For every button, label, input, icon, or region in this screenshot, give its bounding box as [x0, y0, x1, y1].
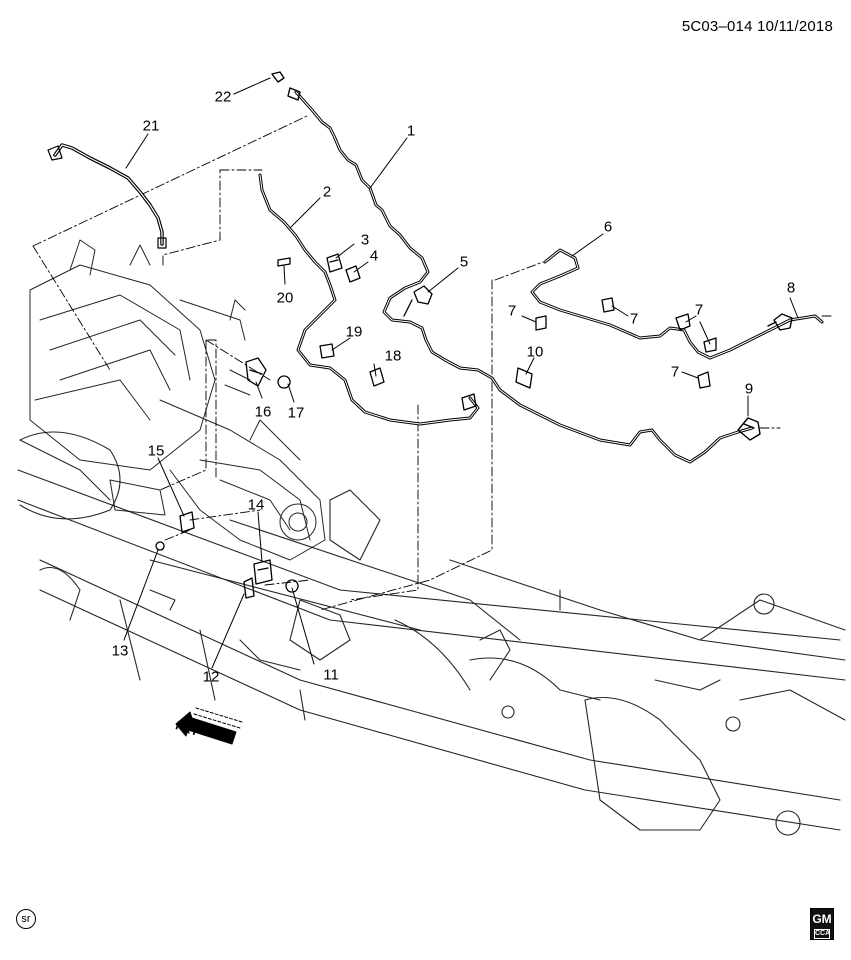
sr-label: sr — [21, 913, 31, 925]
gm-logo-text: GM — [812, 912, 832, 926]
callout-6[interactable]: 6 — [603, 218, 613, 236]
callout-22[interactable]: 22 — [214, 88, 232, 106]
part-8-fitting — [767, 313, 793, 331]
callout-8[interactable]: 8 — [786, 279, 796, 297]
callout-10[interactable]: 10 — [526, 343, 544, 361]
sr-icon: sr — [16, 909, 36, 929]
gm-logo-subtext: CCA — [814, 929, 831, 939]
part-9-bracket — [737, 417, 761, 441]
callout-7b[interactable]: 7 — [629, 310, 639, 328]
callout-7c[interactable]: 7 — [694, 301, 704, 319]
gm-logo: GM CCA — [810, 908, 834, 940]
callout-16[interactable]: 16 — [254, 403, 272, 421]
leader-lines — [32, 115, 833, 611]
callout-7d[interactable]: 7 — [670, 363, 680, 381]
callout-1[interactable]: 1 — [406, 122, 416, 140]
callout-20[interactable]: 20 — [276, 289, 294, 307]
callout-4[interactable]: 4 — [369, 247, 379, 265]
callout-14[interactable]: 14 — [247, 496, 265, 514]
callout-15[interactable]: 15 — [147, 442, 165, 460]
callout-leaders — [123, 77, 799, 669]
callout-19[interactable]: 19 — [345, 323, 363, 341]
chassis-frame — [17, 431, 846, 836]
callout-5[interactable]: 5 — [459, 253, 469, 271]
callout-18[interactable]: 18 — [384, 347, 402, 365]
callout-12[interactable]: 12 — [202, 668, 220, 686]
diagram-id: 5C03–014 — [681, 18, 753, 35]
diagram-date: 10/11/2018 — [757, 18, 833, 35]
callout-13[interactable]: 13 — [111, 642, 129, 660]
clips-and-brackets — [155, 253, 717, 599]
callout-3[interactable]: 3 — [360, 231, 370, 249]
callout-9[interactable]: 9 — [744, 380, 754, 398]
engine-assembly — [19, 239, 326, 561]
callout-7a[interactable]: 7 — [507, 302, 517, 320]
diagram-header: 5C03–014 10/11/2018 — [682, 18, 833, 35]
part-22-bleeder — [271, 71, 301, 101]
part-6-brake-pipe — [530, 248, 824, 360]
part-21-brake-pipe — [53, 143, 164, 246]
callout-17[interactable]: 17 — [287, 404, 305, 422]
callout-21[interactable]: 21 — [142, 117, 160, 135]
callout-11[interactable]: 11 — [323, 666, 339, 684]
front-arrow-icon — [175, 707, 243, 745]
callout-2[interactable]: 2 — [322, 183, 332, 201]
